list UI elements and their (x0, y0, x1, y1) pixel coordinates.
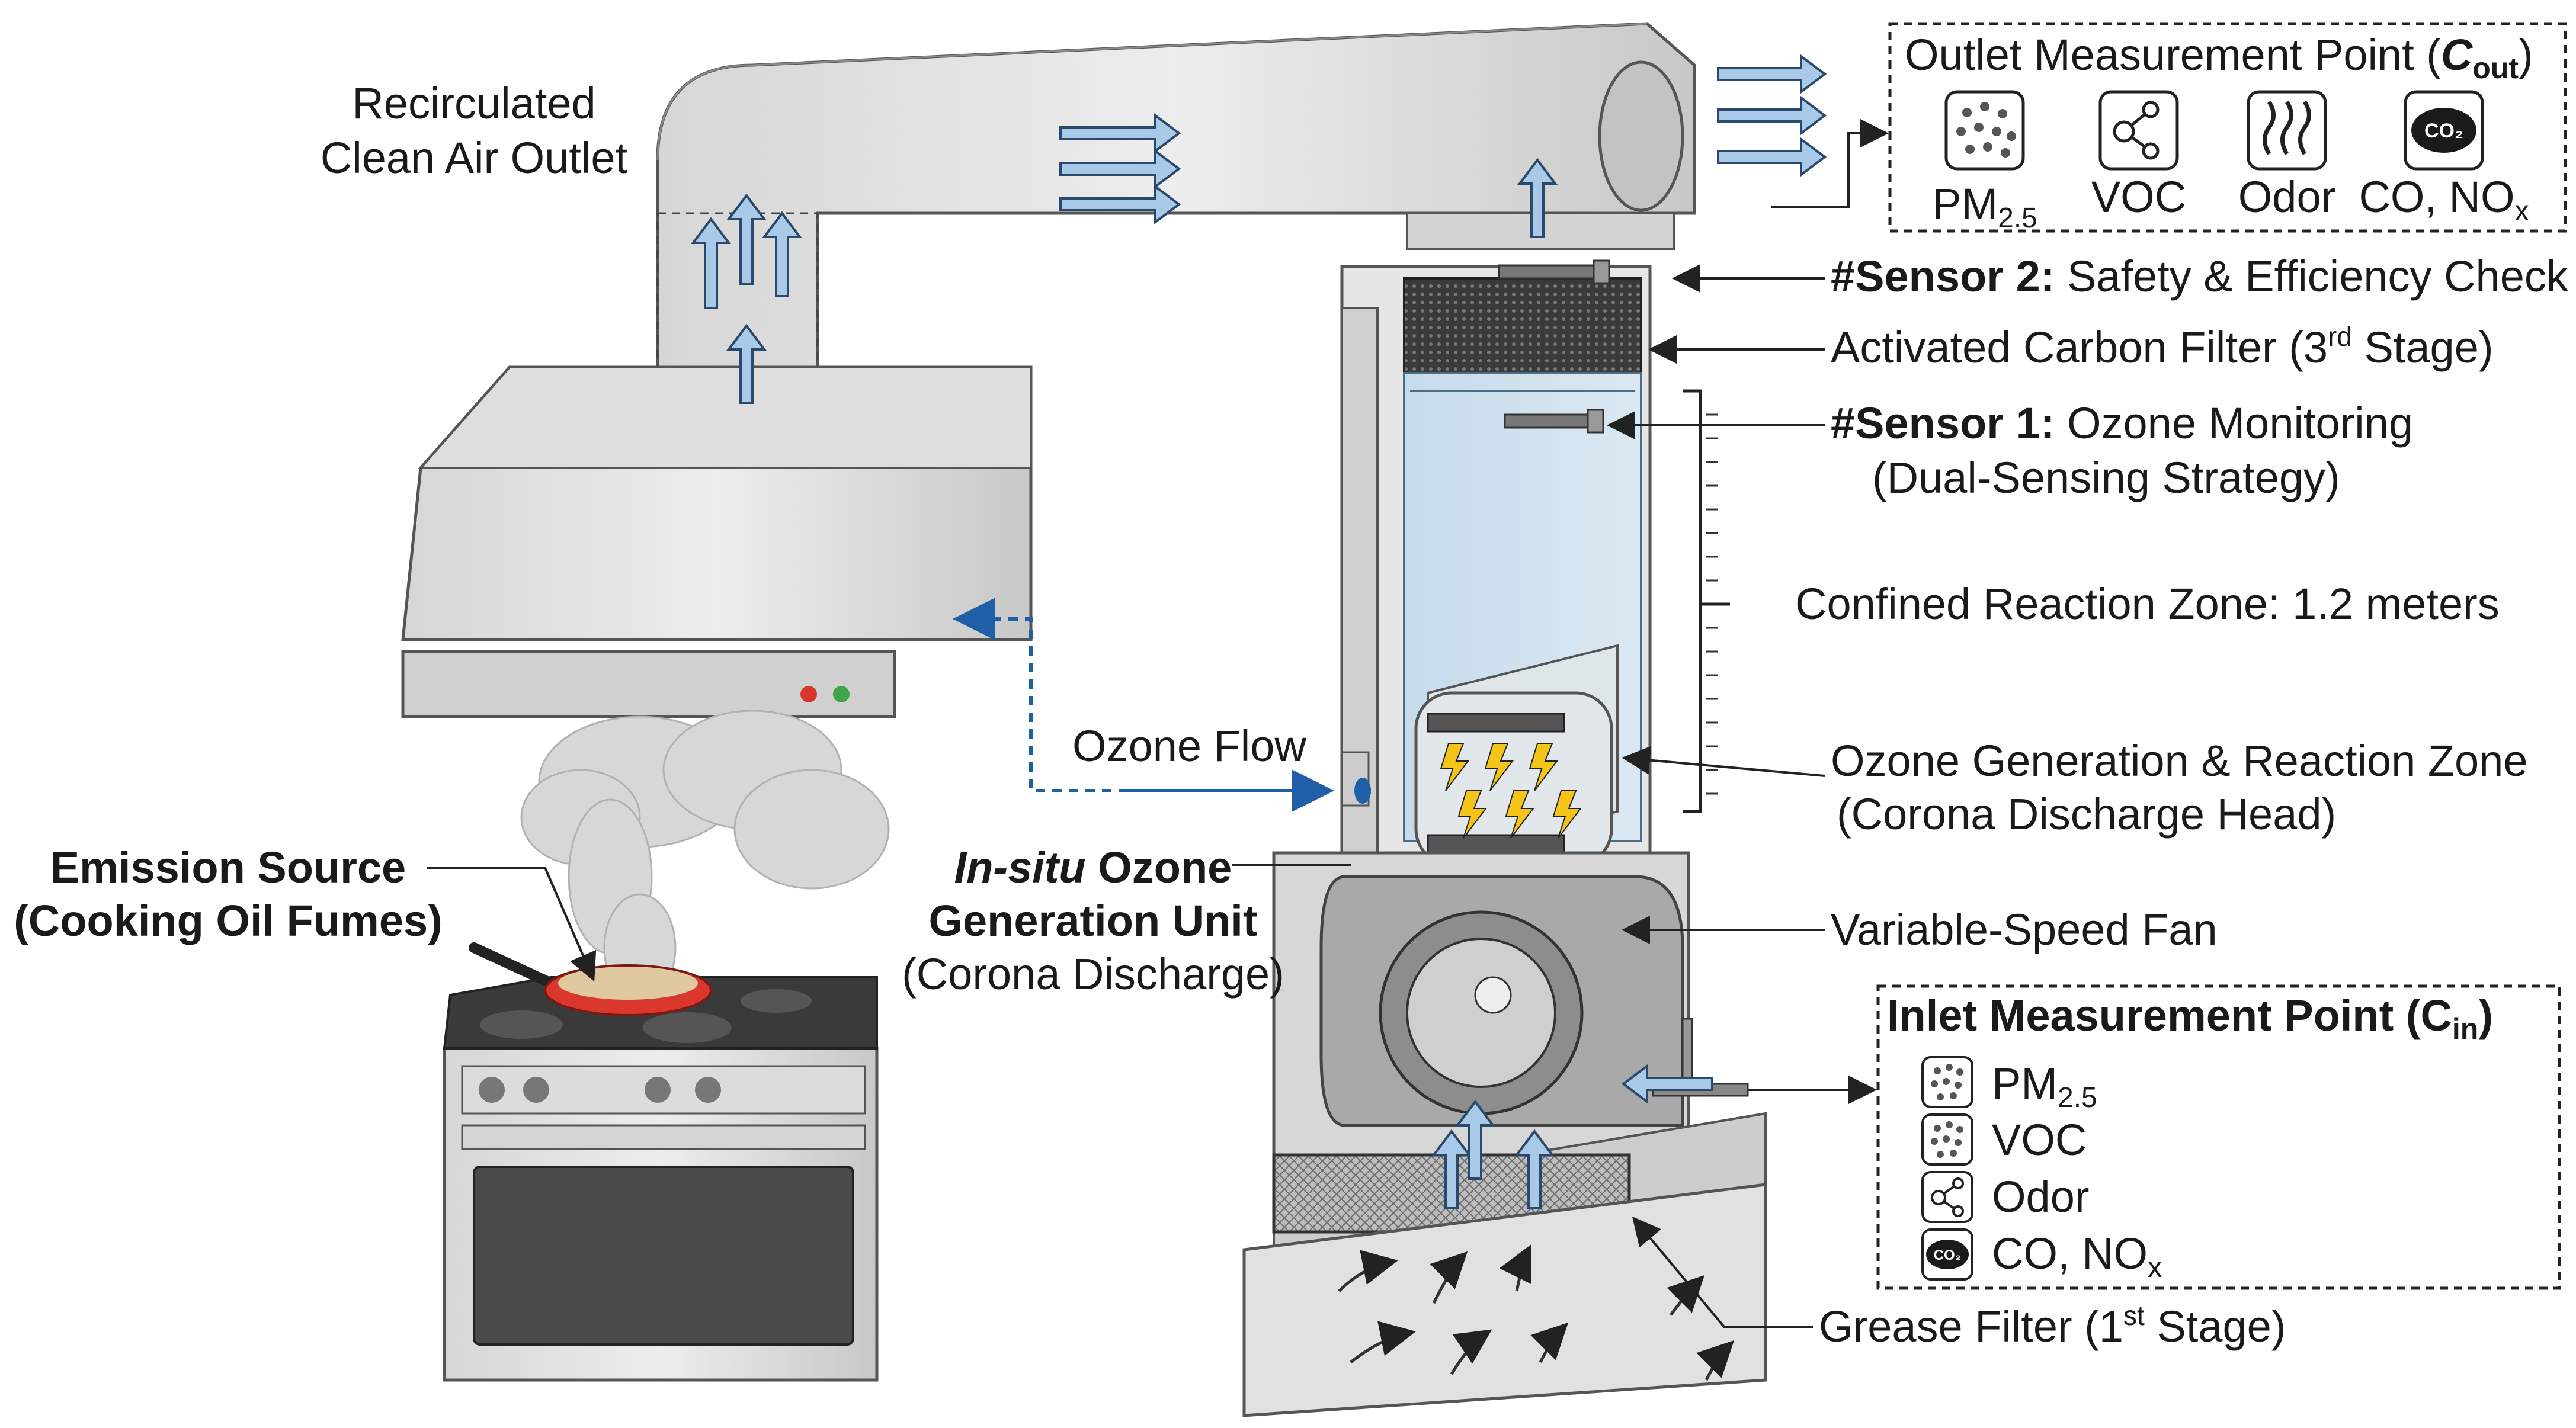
svg-text:CO, NOx: CO, NOx (2359, 172, 2529, 227)
sensor1-sublabel: (Dual-Sensing Strategy) (1872, 453, 2340, 502)
grease-filter-base (1242, 1112, 1767, 1417)
hood-green-light (833, 686, 850, 702)
sensor2-label: #Sensor 2: Safety & Efficiency Check (1831, 252, 2569, 301)
outlet-item-voc: VOC (2091, 90, 2186, 222)
confined-zone-label: Confined Reaction Zone: 1.2 meters (1795, 579, 2500, 628)
svg-text:CO₂: CO₂ (1934, 1247, 1962, 1263)
outlet-co-label: CO, NO (2359, 172, 2514, 222)
inlet-voc-label: VOC (1992, 1115, 2087, 1164)
fan-label: Variable-Speed Fan (1831, 905, 2218, 954)
grease-filter-label: Grease Filter (1st Stage) (1819, 1300, 2286, 1351)
svg-text:CO₂: CO₂ (2424, 120, 2463, 142)
carbon-filter-label: Activated Carbon Filter (3rd Stage) (1831, 321, 2494, 372)
outlet-pm-label: PM (1932, 179, 1998, 229)
particles-icon (1956, 102, 2016, 158)
svg-text:PM2.5: PM2.5 (1932, 179, 2037, 234)
sensor-1 (1504, 409, 1604, 434)
inlet-item-pm25: PM2.5 (1921, 1056, 2097, 1113)
inlet-measurement-box: Inlet Measurement Point (Cin) PM2.5 VOC (1876, 984, 2561, 1290)
svg-text:PM2.5: PM2.5 (1992, 1059, 2097, 1113)
ozonegen-label-line2: (Corona Discharge Head) (1837, 790, 2336, 839)
co2-icon: CO₂ (2411, 108, 2476, 153)
hood-red-light (800, 686, 817, 702)
smoke-cloud (520, 710, 890, 1002)
outlet-voc-label: VOC (2091, 172, 2186, 222)
outlet-title: Outlet Measurement Point (Cout) (1905, 30, 2533, 85)
emission-label-line2: (Cooking Oil Fumes) (14, 896, 443, 945)
range-hood (401, 365, 1033, 718)
inlet-pm-label: PM (1992, 1059, 2058, 1108)
emission-label-line1: Emission Source (50, 843, 406, 892)
ozone-port-light (1354, 778, 1371, 804)
inlet-odor-label: Odor (1992, 1172, 2090, 1221)
leader-lines (427, 119, 1889, 1328)
odor-waves-icon (2263, 101, 2311, 155)
sensor1-label: #Sensor 1: Ozone Monitoring (1831, 399, 2413, 448)
recirc-label-line2: Clean Air Outlet (321, 133, 628, 182)
confined-zone-bracket (1683, 389, 1730, 813)
insitu-label-line1: In-situ Ozone (954, 843, 1232, 892)
activated-carbon-filter (1403, 277, 1642, 374)
sensor-2 (1498, 259, 1610, 284)
svg-text:CO, NOx: CO, NOx (1992, 1229, 2162, 1283)
ozone-flow-label: Ozone Flow (1072, 721, 1306, 771)
inlet-item-co-nox: CO₂ CO, NOx (1921, 1228, 2162, 1283)
recirc-label-line1: Recirculated (352, 79, 595, 128)
outlet-item-odor: Odor (2238, 90, 2336, 222)
stove (443, 976, 879, 1382)
insitu-label-line3: (Corona Discharge) (902, 949, 1284, 999)
outlet-measurement-box: Outlet Measurement Point (Cout) PM2.5 VO… (1888, 22, 2567, 234)
confined-zone-ruler (1706, 413, 1718, 795)
variable-speed-fan (1272, 851, 1690, 1163)
inlet-co-label: CO, NO (1992, 1229, 2148, 1278)
inlet-item-voc: VOC (1921, 1113, 2087, 1166)
outlet-item-co-nox: CO₂ CO, NOx (2359, 90, 2529, 227)
ozone-flow-line (953, 598, 1327, 792)
outlet-odor-label: Odor (2238, 172, 2336, 222)
insitu-label-line2: Generation Unit (928, 896, 1257, 945)
airflow-arrows (691, 54, 1827, 1209)
co2-icon: CO₂ (1926, 1240, 1969, 1269)
recirculation-duct (656, 22, 1696, 511)
molecule-icon (2113, 101, 2160, 160)
molecule-icon (1931, 1177, 1964, 1217)
corona-discharge-head (1414, 644, 1619, 867)
particles-icon (1931, 1064, 1963, 1100)
inflow-swirl-arrows (1338, 1244, 1735, 1381)
ozonegen-label-line1: Ozone Generation & Reaction Zone (1831, 736, 2527, 785)
inlet-item-odor: Odor (1921, 1171, 2090, 1223)
outlet-item-pm25: PM2.5 (1932, 90, 2037, 234)
particles-icon (1931, 1121, 1963, 1158)
inlet-title: Inlet Measurement Point (Cin) (1887, 991, 2493, 1045)
